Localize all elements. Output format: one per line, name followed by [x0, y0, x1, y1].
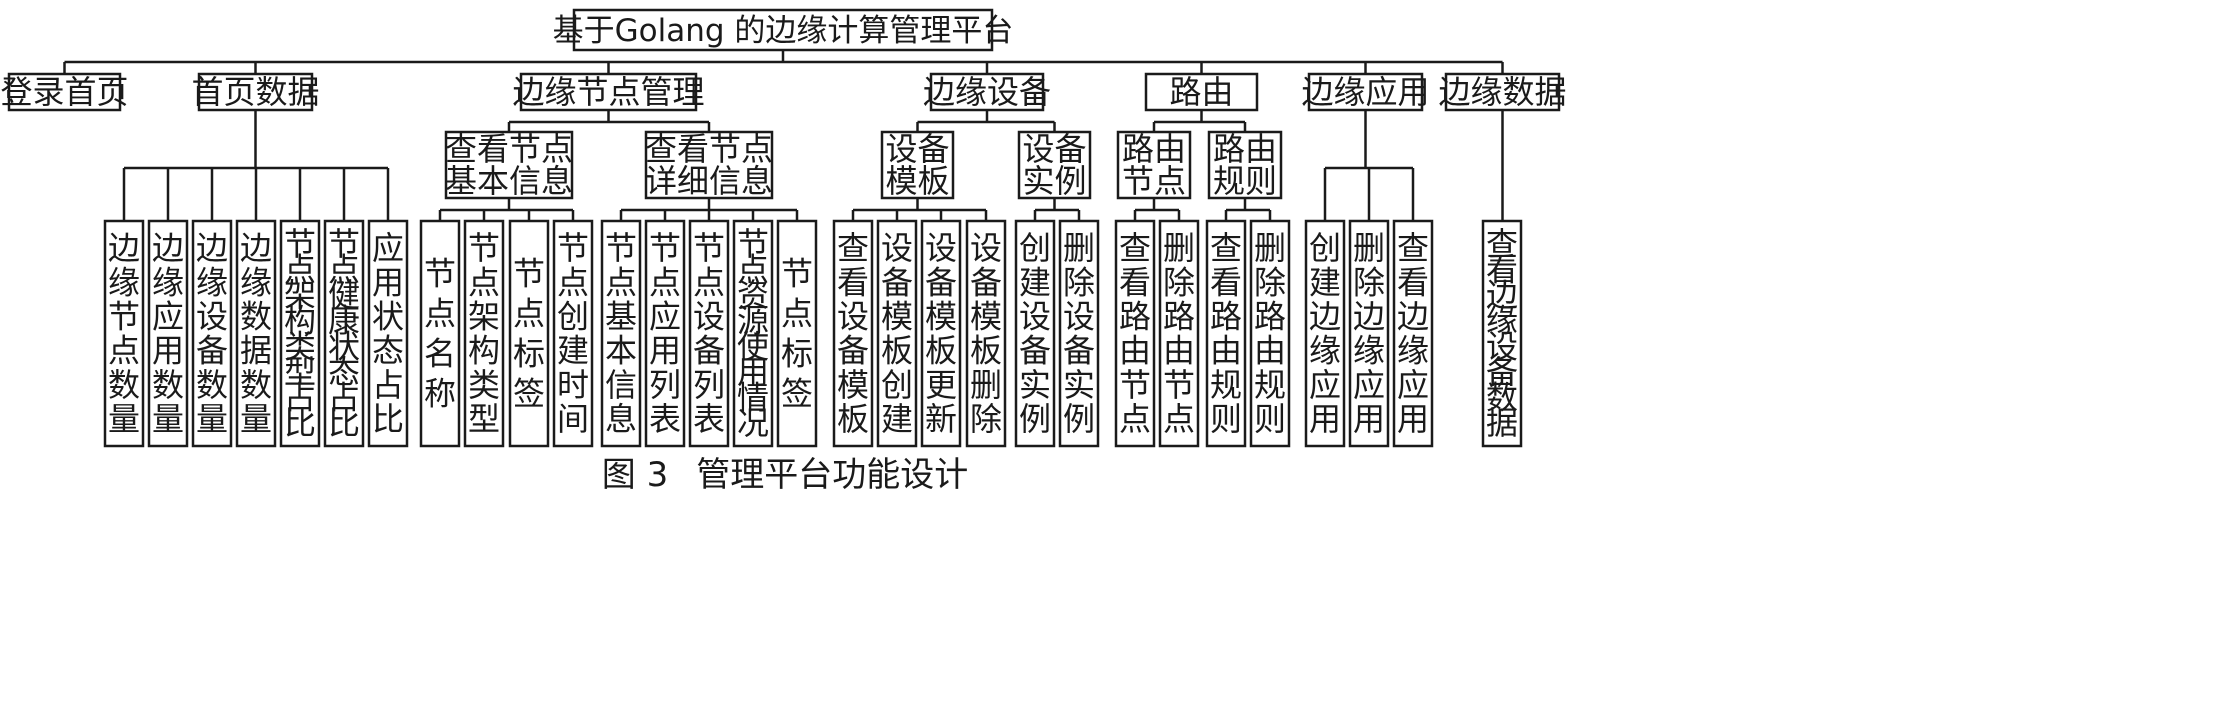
group-node-detail-leaf-label: 节点设备列表	[693, 229, 725, 438]
group-route-node-leaf-label: 删除路由节点	[1163, 229, 1195, 438]
group-node-detail-leaf-label: 节点资源使用情况	[737, 225, 769, 442]
module-data-label: 边缘数据	[1438, 73, 1566, 111]
group-device-template-leaf-label: 查看设备模板	[837, 229, 869, 438]
group-route-rule-label-line2: 规则	[1213, 162, 1277, 200]
group-node-basic-leaf-box	[463, 219, 505, 448]
module-app	[1307, 72, 1424, 112]
module-home-leaf-box	[367, 219, 409, 448]
group-node-basic-leaf-box	[508, 219, 550, 448]
module-login	[7, 72, 122, 112]
module-route	[1144, 72, 1259, 112]
figure-caption: 图 3 管理平台功能设计	[602, 455, 968, 495]
group-node-basic-label-line1: 查看节点	[445, 130, 573, 168]
module-home-leaf-label: 边缘数据数量	[240, 229, 272, 438]
group-node-detail-leaf-box	[644, 219, 686, 448]
group-node-basic-leaf-box	[419, 219, 461, 448]
group-route-rule-leaf-box	[1205, 219, 1247, 448]
group-node-basic-leaf-label: 节点创建时间	[557, 229, 589, 438]
module-app-leaf-box	[1304, 219, 1346, 448]
group-node-detail	[644, 130, 774, 200]
group-node-detail-leaf-box	[732, 219, 774, 448]
group-node-detail-leaf-label: 节点应用列表	[649, 229, 681, 438]
group-device-template-leaf-label: 设备模板创建	[881, 229, 913, 438]
module-node	[519, 72, 698, 112]
module-home	[197, 72, 314, 112]
module-app-leaf-label: 创建边缘应用	[1309, 229, 1341, 438]
module-home-leaf-label: 节点架构类型占比	[284, 225, 316, 442]
group-device-instance-label-line2: 实例	[1022, 162, 1086, 200]
group-route-node-leaf-box	[1158, 219, 1200, 448]
group-device-template-leaf-label: 设备模板删除	[970, 229, 1002, 438]
group-device-template-leaf-box	[832, 219, 874, 448]
group-route-rule-label-line1: 路由	[1213, 130, 1277, 168]
group-node-basic-leaf-label: 节点架构类型	[468, 229, 500, 438]
group-device-template-leaf-box	[920, 219, 962, 448]
group-node-detail-leaf-label: 节点标签	[781, 255, 813, 413]
module-home-leaf-box	[235, 219, 277, 448]
module-home-leaf-label: 边缘应用数量	[152, 229, 184, 438]
group-device-instance	[1017, 130, 1092, 200]
module-home-leaf-label: 节点健康状态占比	[328, 225, 360, 442]
group-node-detail-leaf-label: 节点基本信息	[605, 229, 637, 438]
group-node-detail-leaf-box	[688, 219, 730, 448]
group-route-node-label-line1: 路由	[1122, 130, 1186, 168]
group-route-rule-leaf-label: 删除路由规则	[1254, 229, 1286, 438]
group-device-instance-leaf-label: 删除设备实例	[1063, 229, 1095, 438]
group-route-rule-leaf-label: 查看路由规则	[1210, 229, 1242, 438]
group-node-detail-label-line2: 详细信息	[645, 162, 773, 200]
group-device-template-label-line2: 模板	[885, 162, 949, 200]
module-node-label: 边缘节点管理	[512, 73, 704, 111]
module-data-leaf-label: 查看边缘设备数据	[1486, 225, 1518, 442]
module-home-leaf-box	[323, 219, 365, 448]
figure-title: 管理平台功能设计	[696, 455, 968, 495]
root-label: 基于Golang 的边缘计算管理平台	[553, 13, 1014, 49]
group-device-template-leaf-box	[876, 219, 918, 448]
module-device	[929, 72, 1045, 112]
module-home-leaf-box	[147, 219, 189, 448]
group-route-node-leaf-label: 查看路由节点	[1119, 229, 1151, 438]
module-device-label: 边缘设备	[923, 73, 1051, 111]
group-node-detail-leaf-box	[776, 219, 818, 448]
group-node-basic-label-line2: 基本信息	[445, 162, 573, 200]
module-home-label: 首页数据	[191, 73, 319, 111]
module-route-label: 路由	[1169, 73, 1233, 111]
module-home-leaf-box	[279, 219, 321, 448]
module-home-leaf-box	[103, 219, 145, 448]
group-node-basic	[444, 130, 574, 200]
group-route-rule-leaf-box	[1249, 219, 1291, 448]
group-node-basic-leaf-box	[552, 219, 594, 448]
module-data-leaf-box	[1481, 219, 1523, 448]
module-app-leaf-label: 查看边缘应用	[1397, 229, 1429, 438]
group-node-detail-leaf-box	[600, 219, 642, 448]
module-login-label: 登录首页	[0, 73, 128, 111]
figure-number: 图 3	[602, 455, 668, 495]
module-app-leaf-label: 删除边缘应用	[1353, 229, 1385, 438]
group-device-instance-label-line1: 设备	[1022, 130, 1086, 168]
group-device-template	[880, 130, 955, 200]
module-home-leaf-label: 边缘节点数量	[108, 229, 140, 438]
root-node	[572, 8, 994, 52]
group-device-template-leaf-box	[965, 219, 1007, 448]
module-app-label: 边缘应用	[1301, 73, 1429, 111]
group-node-detail-label-line1: 查看节点	[645, 130, 773, 168]
group-device-template-leaf-label: 设备模板更新	[925, 229, 957, 438]
group-device-instance-leaf-label: 创建设备实例	[1019, 229, 1051, 438]
group-route-rule	[1207, 130, 1283, 200]
group-route-node-label-line2: 节点	[1122, 162, 1186, 200]
module-data	[1444, 72, 1561, 112]
group-device-template-label-line1: 设备	[885, 130, 949, 168]
module-home-leaf-box	[191, 219, 233, 448]
module-home-leaf-label: 应用状态占比	[372, 229, 404, 438]
group-device-instance-leaf-box	[1014, 219, 1056, 448]
group-device-instance-leaf-box	[1058, 219, 1100, 448]
module-app-leaf-box	[1348, 219, 1390, 448]
group-node-basic-leaf-label: 节点名称	[424, 255, 456, 413]
module-home-leaf-label: 边缘设备数量	[196, 229, 228, 438]
group-route-node-leaf-box	[1114, 219, 1156, 448]
group-node-basic-leaf-label: 节点标签	[513, 255, 545, 413]
module-app-leaf-box	[1392, 219, 1434, 448]
